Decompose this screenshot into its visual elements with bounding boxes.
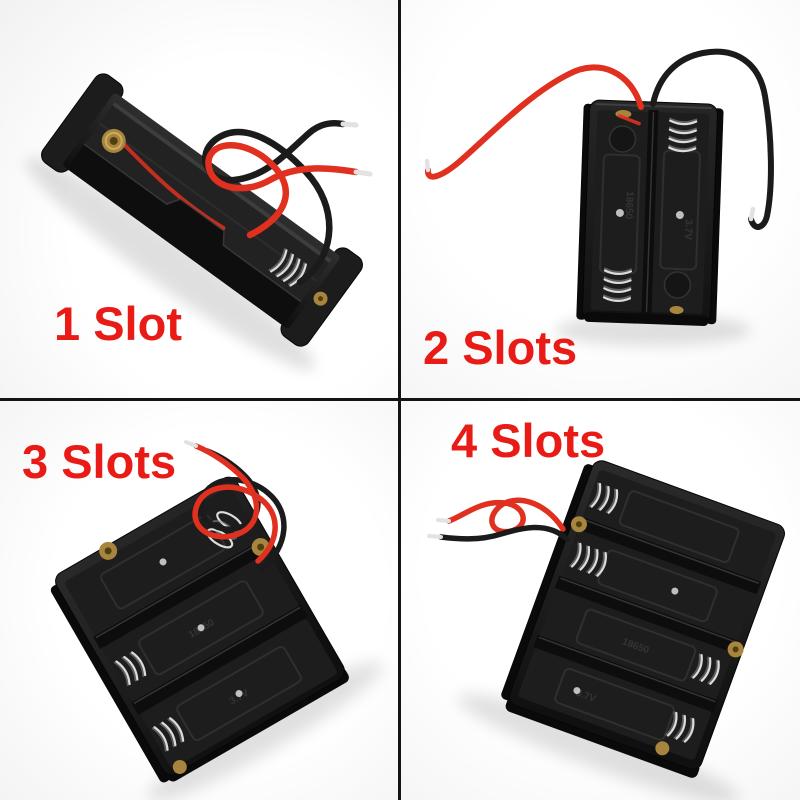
holder-2-slot-body: 18650 3.7V	[576, 99, 724, 326]
wire-red-inside	[118, 139, 226, 231]
spring	[151, 717, 185, 752]
quadrant-1-slot: 1 Slot	[0, 0, 399, 399]
spring	[690, 653, 720, 685]
mount-hole	[615, 208, 624, 217]
spring	[113, 651, 147, 686]
battery-holder-2-slot-photo: 18650 3.7V	[424, 48, 774, 346]
wires-4-slot	[427, 497, 570, 542]
spring	[569, 542, 607, 577]
wire-red	[205, 142, 360, 239]
mount-hole	[675, 211, 684, 220]
battery-holder-1-slot-photo	[25, 73, 373, 371]
wires-3-slot	[184, 440, 287, 572]
wire-red	[192, 443, 278, 564]
label-3-slots: 3 Slots	[22, 435, 177, 488]
wire-red	[425, 64, 644, 180]
spring	[665, 711, 695, 743]
brass-rivet	[101, 128, 126, 153]
spring	[588, 482, 619, 514]
holder-3-slot-body: 18650 3.7V	[50, 476, 383, 800]
wires-1-slot	[202, 119, 373, 286]
wire-black	[198, 448, 287, 572]
spring	[602, 267, 633, 302]
wires-2-slot	[424, 48, 774, 230]
label-4-slots: 4 Slots	[451, 414, 606, 467]
brass-contact	[669, 305, 684, 314]
holder-1-slot-body	[25, 73, 363, 371]
brass-rivet	[570, 516, 744, 756]
embossed-text-voltage: 3.7V	[682, 219, 694, 240]
quadrant-4-slots: 18650 3.7V	[401, 401, 800, 800]
battery-holder-4-slot-photo: 18650 3.7V	[427, 460, 785, 800]
wire-black	[438, 524, 570, 542]
horizontal-divider	[0, 398, 800, 401]
quadrant-2-slots: 18650 3.7V	[401, 0, 800, 399]
holder-4-slot-body: 18650 3.7V	[457, 460, 785, 800]
label-1-slot: 1 Slot	[54, 297, 182, 350]
battery-holder-3-slot-photo: 18650 3.7V	[50, 440, 383, 800]
embossed-text-model: 18650	[623, 191, 635, 220]
wire-black	[650, 48, 774, 230]
quadrant-3-slots: 18650 3.7V	[0, 401, 399, 800]
wire-black	[202, 119, 347, 286]
label-2-slots: 2 Slots	[423, 321, 578, 374]
spring	[268, 248, 307, 287]
spring	[668, 117, 698, 153]
